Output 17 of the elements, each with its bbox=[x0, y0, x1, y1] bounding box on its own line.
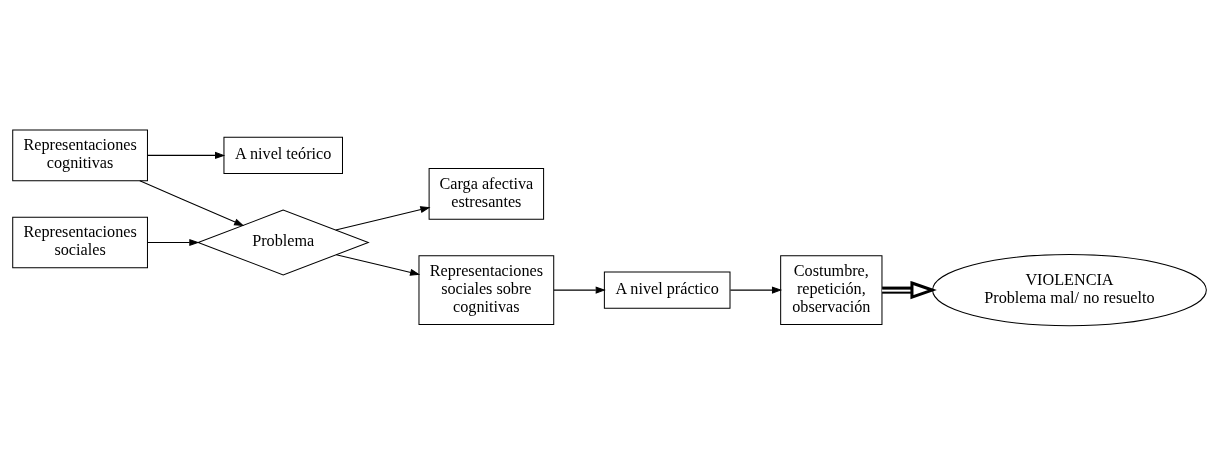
node-box: A nivel teórico bbox=[223, 136, 343, 174]
node-box: Representaciones cognitivas bbox=[12, 129, 148, 181]
node-box: A nivel práctico bbox=[603, 270, 731, 309]
arrow bbox=[882, 280, 937, 299]
node-ellipse: VIOLENCIA Problema mal/ no resuelto bbox=[932, 253, 1207, 326]
arrow bbox=[335, 253, 421, 276]
node-box: Carga afectiva estresantes bbox=[428, 167, 545, 220]
arrow bbox=[139, 179, 245, 226]
node-box: Representaciones sociales bbox=[12, 216, 148, 268]
arrow bbox=[335, 205, 431, 231]
arrow bbox=[729, 286, 783, 294]
node-box: Representaciones sociales sobre cognitivas bbox=[418, 254, 555, 325]
node-diamond: Problema bbox=[196, 209, 370, 275]
arrow bbox=[147, 151, 226, 159]
node-box: Costumbre, repetición, observación bbox=[780, 254, 883, 325]
arrow bbox=[553, 286, 606, 294]
arrow bbox=[147, 238, 200, 246]
